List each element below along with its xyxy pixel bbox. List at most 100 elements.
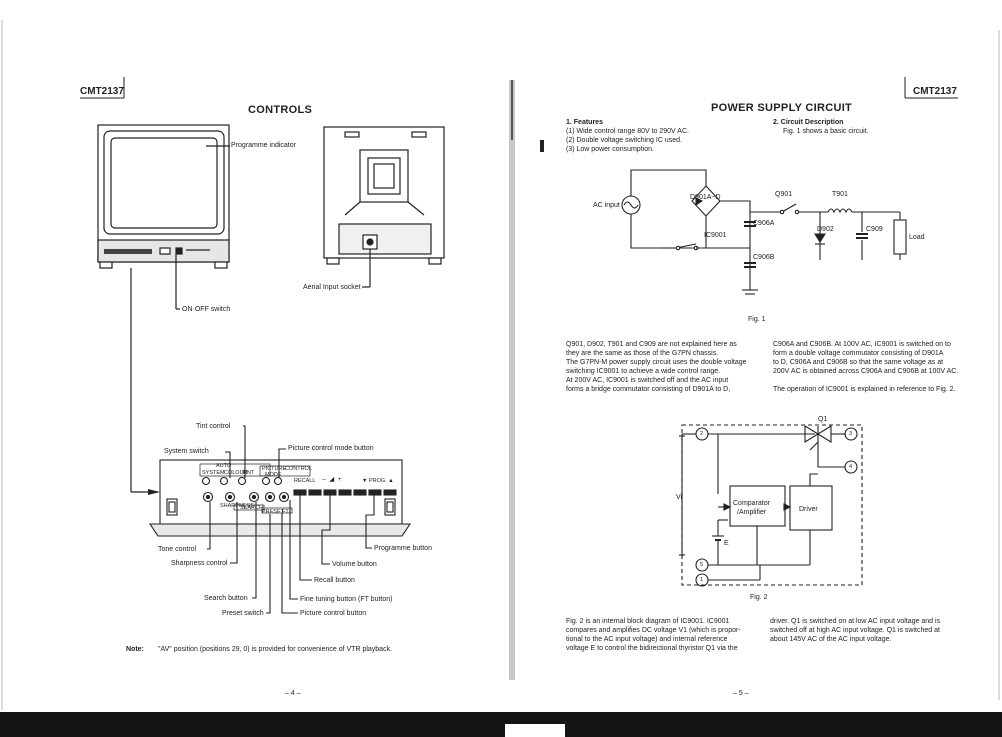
text-line: switched off at high AC input voltage. Q… (770, 627, 940, 634)
text-line: At 200V AC, IC9001 is switched off and t… (566, 377, 729, 384)
text-line: tional to the AC input voltage) and inte… (566, 636, 728, 643)
fig2-label-amplifier: /Amplifier (737, 509, 767, 516)
panel-text-sharpness: SHARPNESS (220, 503, 254, 509)
label-tint-control: Tint control (196, 423, 231, 430)
fig2-label-e: E (724, 540, 729, 547)
fig1-label-q901: Q901 (775, 191, 793, 198)
fig1-label-c909: C909 (866, 226, 883, 233)
description-paragraph-4: driver. Q1 is switched on at low AC inpu… (770, 617, 970, 644)
control-panel-illustration (148, 425, 412, 614)
text-line: forms a bridge commutator consisting of … (566, 386, 731, 393)
fig1-label-c906b: C906B (753, 254, 775, 261)
tv-back-illustration (323, 126, 445, 288)
features-heading: 1. Features (566, 119, 603, 126)
label-picture-control-button: Picture control button (300, 610, 367, 617)
panel-text-search: SEARCH (240, 505, 263, 511)
page-edge-marks (1, 20, 1000, 710)
panel-text-colour: COLOUR (224, 470, 248, 476)
panel-text-tint: TINT (242, 470, 255, 476)
fig1-label-ic9001: IC9001 (704, 232, 727, 239)
text-line: The G7PN-M power supply circuit uses the… (566, 359, 747, 366)
description-paragraph-1: Q901, D902, T901 and C909 are not explai… (566, 340, 756, 394)
circuit-heading: 2. Circuit Description (773, 119, 844, 126)
text-line: Q901, D902, T901 and C909 are not explai… (566, 341, 737, 348)
label-tone-control: Tone control (158, 546, 197, 553)
right-model-box (904, 77, 958, 99)
fig2-label-vi: Vi (676, 494, 683, 501)
fig2-node-4: 4 (849, 464, 853, 470)
panel-text-mode: MODE (265, 472, 282, 478)
panel-text-ft: FT (282, 509, 289, 515)
text-line: voltage E to control the bidirectional t… (566, 645, 738, 652)
label-sharpness-control: Sharpness control (171, 560, 228, 567)
left-page-number: – 4 – (285, 690, 301, 697)
text-line: switching IC9001 to achieve a wide contr… (566, 368, 721, 375)
features-section: 1. Features (1) Wide control range 80V t… (566, 118, 689, 154)
scan-bottom-edge (0, 712, 1002, 737)
right-model-label: CMT2137 (913, 86, 957, 97)
label-programme-button: Programme button (374, 545, 432, 552)
note-text: "AV" position (positions 29, 0) is provi… (158, 646, 393, 653)
fig1-label-d902: D902 (817, 226, 834, 233)
circuit-intro: Fig. 1 shows a basic circuit. (783, 128, 869, 135)
feature-item: (1) Wide control range 80V to 290V AC. (566, 128, 689, 135)
fig2-ic9001-block-diagram (679, 424, 863, 587)
left-model-box (80, 77, 125, 99)
label-aerial-input-socket: Aerial Input socket (303, 284, 361, 291)
fig1-power-supply-circuit (621, 169, 907, 295)
tv-front-illustration (97, 124, 230, 493)
fig2-label-comparator: Comparator (733, 500, 770, 507)
panel-text-control: CONTROL (285, 466, 312, 472)
fig2-label-q1: Q1 (818, 416, 828, 423)
feature-item: (2) Double voltage switching IC used. (566, 137, 682, 144)
note-label: Note: (126, 646, 144, 653)
fig1-label-load: Load (909, 234, 925, 241)
label-on-off-switch: ON·OFF switch (182, 306, 231, 313)
fig2-caption: Fig. 2 (750, 594, 768, 601)
text-line: Fig. 2 is an internal block diagram of I… (566, 618, 730, 625)
right-page-title: POWER SUPPLY CIRCUIT (711, 102, 853, 114)
description-paragraph-3: Fig. 2 is an internal block diagram of I… (566, 617, 761, 653)
label-search-button: Search button (204, 595, 248, 602)
fig2-label-driver: Driver (799, 506, 818, 513)
left-page-title: CONTROLS (248, 104, 313, 116)
label-programme-indicator: Programme indicator (231, 142, 296, 149)
text-line: they are the same as those of the G7PN c… (566, 350, 719, 357)
arrow-icon (148, 489, 160, 495)
panel-text-system: SYSTEM (202, 470, 225, 476)
text-line (773, 376, 963, 385)
fig2-node-1: 1 (700, 577, 704, 583)
label-preset-switch: Preset switch (222, 610, 264, 617)
text-line: form a double voltage commutator consist… (773, 350, 944, 357)
text-line: about 145V AC of the AC input voltage. (770, 636, 892, 643)
text-line: C906A and C906B. At 100V AC, IC9001 is s… (773, 341, 951, 348)
fig2-node-3: 3 (849, 431, 853, 437)
right-page-number: – 5 – (733, 690, 749, 697)
panel-text-prog: ▼ PROG. ▲ (362, 478, 394, 484)
text-line: The operation of IC9001 is explained in … (773, 386, 956, 393)
feature-item: (3) Low power consumption. (566, 146, 654, 153)
fig2-node-5: 5 (700, 562, 704, 568)
panel-text-preset: PRESET (262, 509, 285, 515)
label-volume-button: Volume button (332, 561, 377, 568)
fig1-label-t901: T901 (832, 191, 848, 198)
fig1-label-c906a: C906A (753, 220, 775, 227)
fig2-node-2: 2 (700, 431, 704, 437)
label-picture-control-mode-button: Picture control mode button (288, 445, 374, 452)
text-line: driver. Q1 is switched on at low AC inpu… (770, 618, 941, 625)
panel-text-picture: PICTURE (262, 466, 287, 472)
label-fine-tuning-button: Fine tuning button (FT button) (300, 596, 393, 603)
circuit-description-section: 2. Circuit Description Fig. 1 shows a ba… (773, 118, 869, 136)
fig1-caption: Fig. 1 (748, 316, 766, 323)
description-paragraph-2: C906A and C906B. At 100V AC, IC9001 is s… (773, 340, 963, 394)
panel-text-recall: RECALL (294, 478, 316, 484)
book-gutter (509, 80, 544, 680)
fig1-label-bridge: D901A~D (690, 194, 721, 201)
fig1-label-ac-input: AC input (593, 202, 620, 209)
label-system-switch: System switch (164, 448, 209, 455)
label-recall-button: Recall button (314, 577, 355, 584)
text-line: 200V AC is obtained across C906A and C90… (773, 368, 959, 375)
text-line: to D, C906A and C906B so that the same v… (773, 359, 944, 366)
text-line: compares and amplifies DC voltage V1 (wh… (566, 627, 741, 634)
